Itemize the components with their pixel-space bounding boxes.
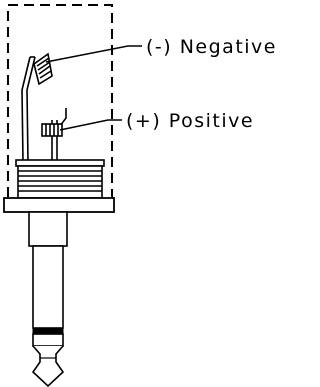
positive-label: (+) Positive: [126, 110, 254, 132]
positive-solder-tab: [41, 123, 63, 137]
negative-solder-tab: [33, 52, 53, 86]
negative-label: (-) Negative: [146, 36, 277, 58]
threaded-bushing: [17, 165, 103, 199]
terminal-base-block: [15, 159, 105, 167]
negative-terminal: [21, 56, 36, 163]
mounting-flange: [3, 197, 115, 213]
positive-leader-line: [59, 119, 122, 131]
plug-insulator-ring: [32, 327, 64, 335]
negative-leader-line: [45, 45, 142, 63]
plug-tip: [31, 345, 65, 387]
plug-ring-segment: [32, 333, 64, 347]
plug-sleeve-shaft: [32, 245, 64, 329]
plug-collar: [28, 211, 68, 247]
